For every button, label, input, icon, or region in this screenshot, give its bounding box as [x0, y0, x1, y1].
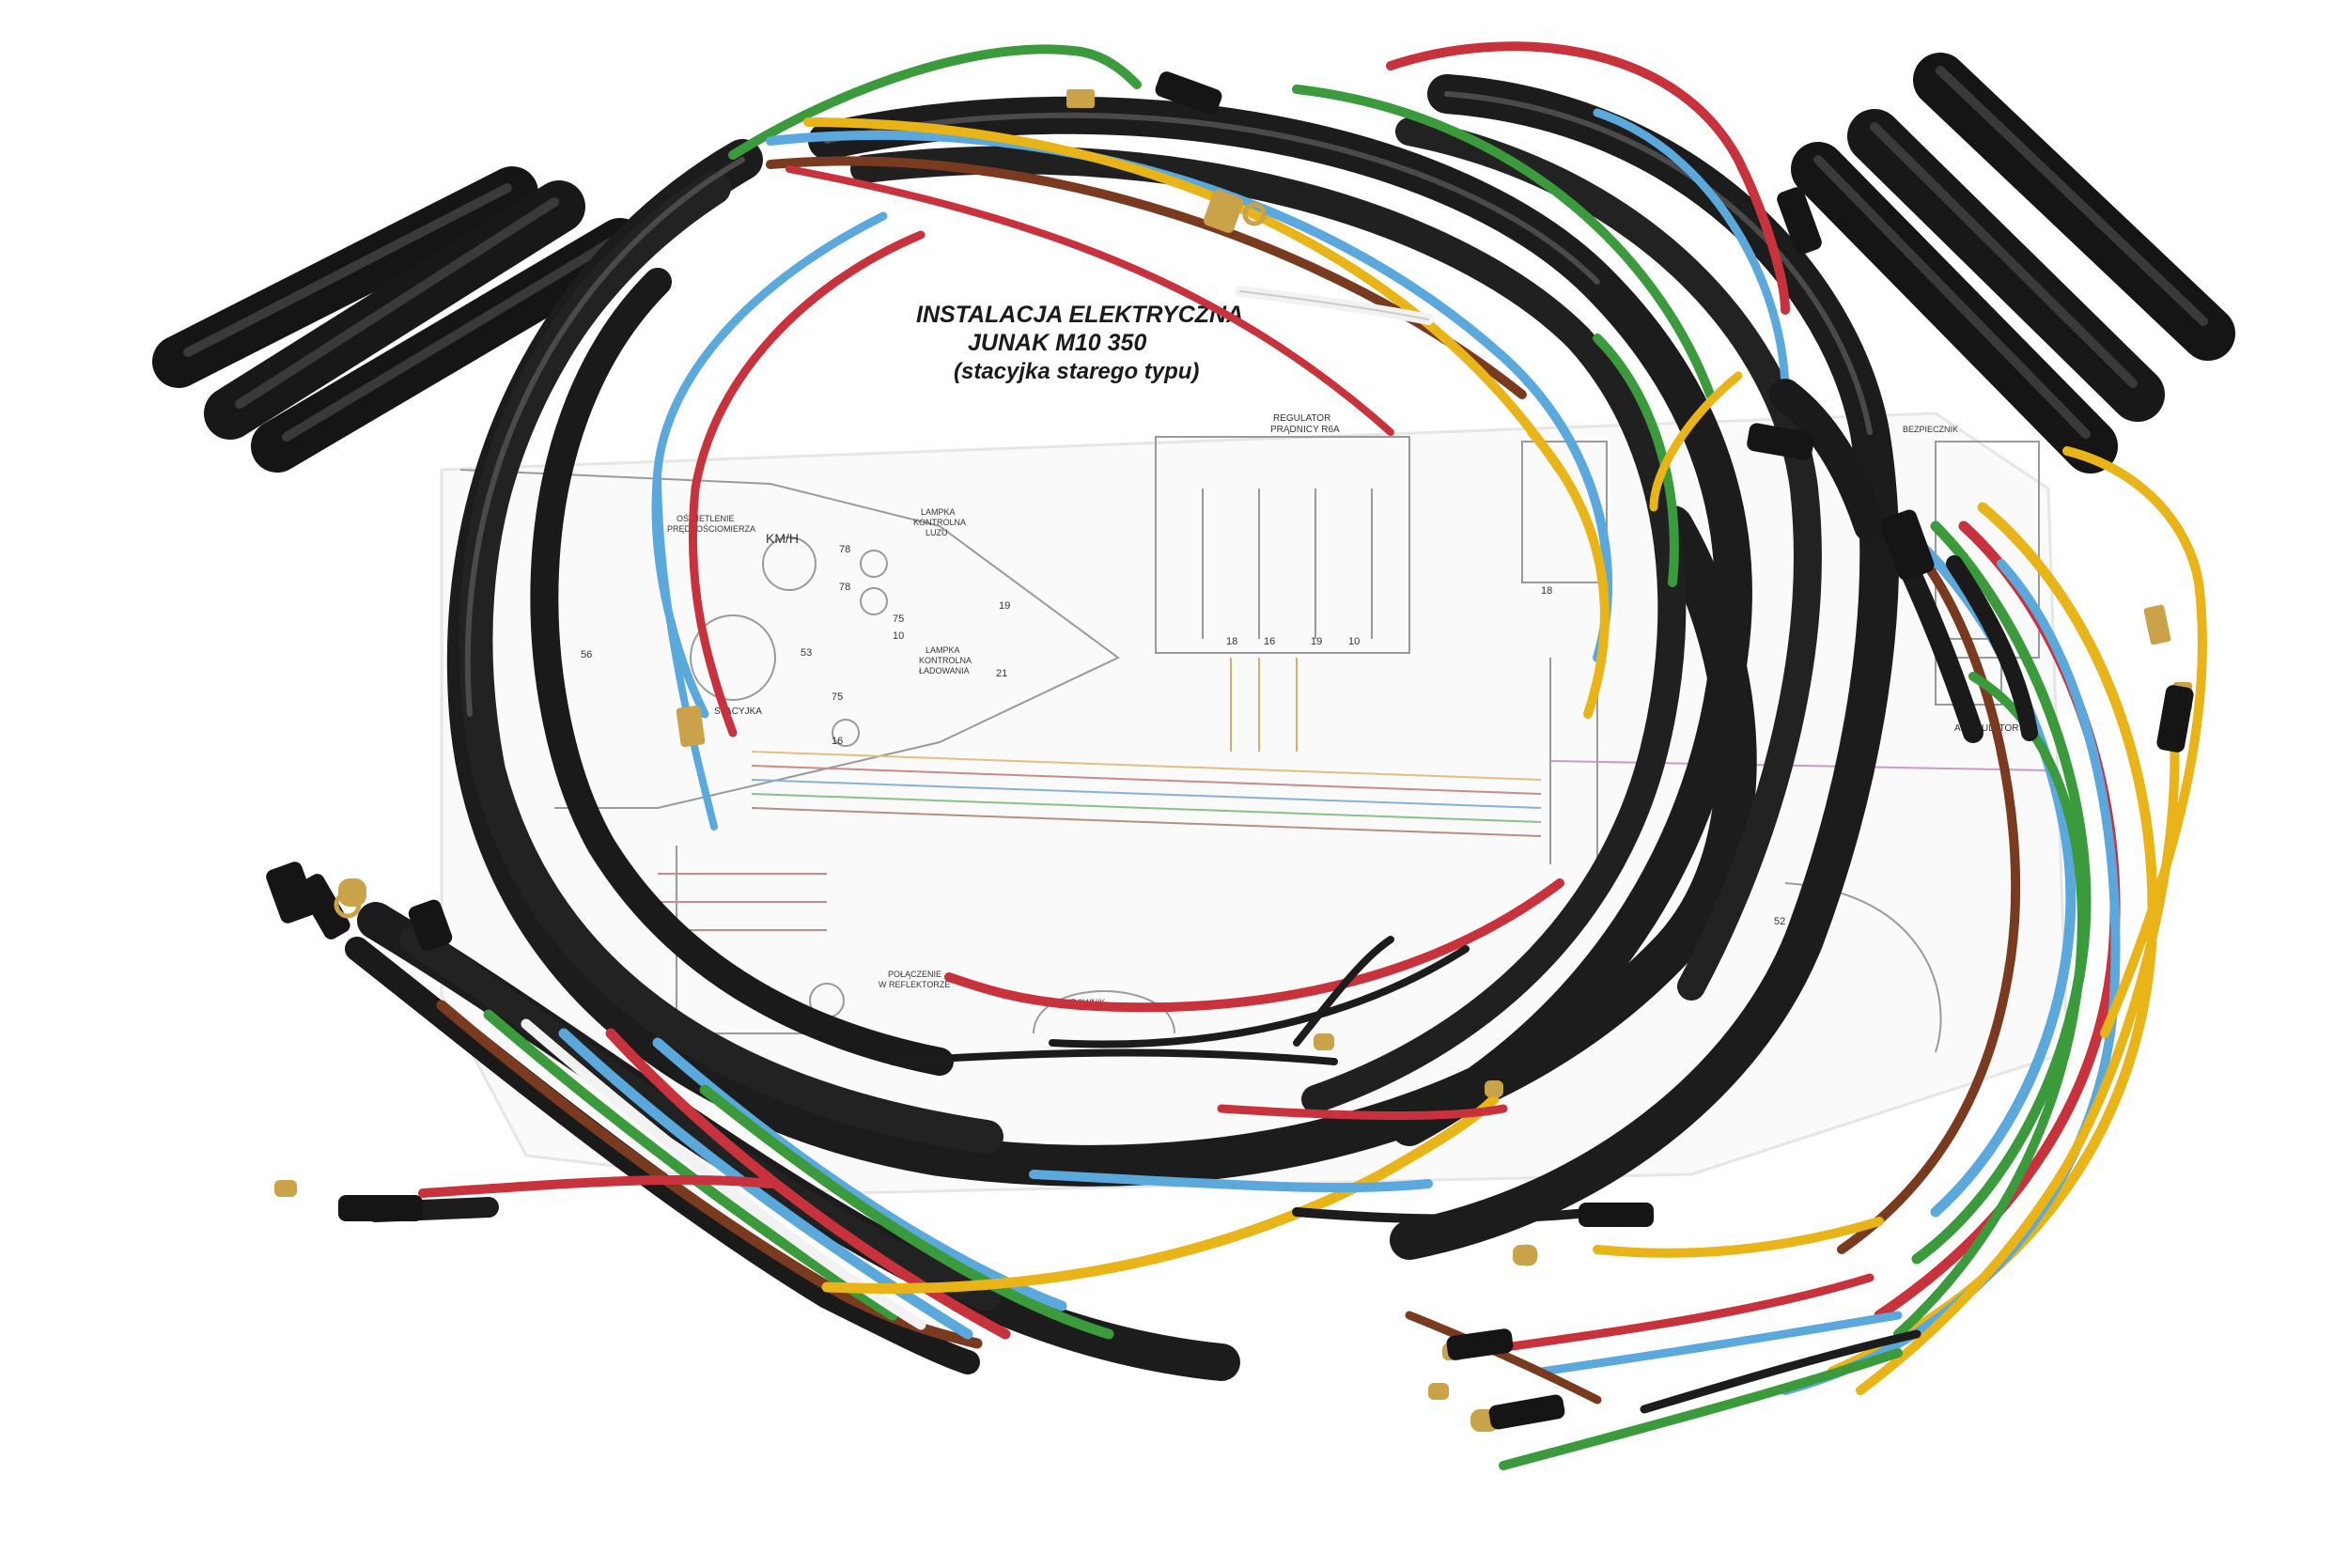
label-polaczenie-2: W REFLEKTORZE	[879, 980, 950, 989]
terminal-75-a: 75	[893, 613, 904, 625]
label-pradnicy: PRĄDNICY R6A	[1270, 425, 1340, 435]
label-lampka-luzu-1: LAMPKA	[921, 507, 956, 517]
label-regulator: REGULATOR	[1273, 413, 1330, 424]
label-lampka-luzu-2: KONTROLNA	[913, 518, 966, 527]
lower-wire-fan	[345, 902, 1508, 1381]
terminal-10-a: 10	[893, 630, 904, 642]
label-predkosciomierza: PRĘDKOŚCIOMIERZA	[667, 523, 755, 534]
terminal-78-a: 78	[839, 544, 850, 555]
label-polaczenie-1: POŁĄCZENIE	[888, 970, 941, 979]
right-wire-fan	[1292, 379, 2207, 1470]
terminal-75-b: 75	[832, 691, 843, 703]
diagram-title-line-3: (stacyjka starego typu)	[954, 359, 1199, 384]
heat-shrink-tubes-right	[1791, 53, 2235, 474]
terminal-18-a: 18	[1226, 636, 1237, 647]
schematic-colored-lines	[658, 658, 2049, 931]
main-harness-loop	[446, 41, 1900, 1260]
terminal-18-b: 18	[1541, 585, 1552, 597]
label-oswietlenie: OŚWIETLENIE	[677, 513, 735, 523]
connector-terminals	[266, 71, 2194, 1432]
terminal-53: 53	[801, 647, 812, 659]
heat-shrink-tubes-left	[152, 166, 646, 473]
label-lampka-lad-1: LAMPKA	[926, 645, 960, 655]
label-lampka-lad-2: KONTROLNA	[919, 656, 972, 665]
label-lampka-luzu-3: LUZU	[926, 528, 948, 537]
label-stacyjka: STACYJKA	[714, 706, 762, 717]
terminal-52: 52	[1774, 916, 1785, 927]
terminal-16-a: 16	[832, 736, 843, 747]
terminal-10-b: 10	[1348, 636, 1360, 647]
terminal-56: 56	[581, 649, 592, 660]
ring-terminals	[334, 202, 1538, 1266]
label-bezpiecznik: BEZPIECZNIK	[1903, 425, 1958, 434]
label-kmh: KM/H	[766, 531, 799, 546]
diagram-title-line-1: INSTALACJA ELEKTRYCZNA	[916, 302, 1243, 328]
label-akumulator: AKUMULATOR	[1954, 723, 2019, 734]
terminal-78-b: 78	[839, 582, 850, 593]
diagram-title-line-2: JUNAK M10 350	[968, 330, 1146, 356]
label-lampka-lad-3: ŁADOWANIA	[919, 666, 970, 675]
terminal-boots	[266, 71, 2194, 1430]
terminal-19-a: 19	[999, 600, 1010, 612]
terminal-16-b: 16	[1264, 636, 1275, 647]
terminal-19-b: 19	[1311, 636, 1322, 647]
terminal-21: 21	[996, 668, 1007, 679]
